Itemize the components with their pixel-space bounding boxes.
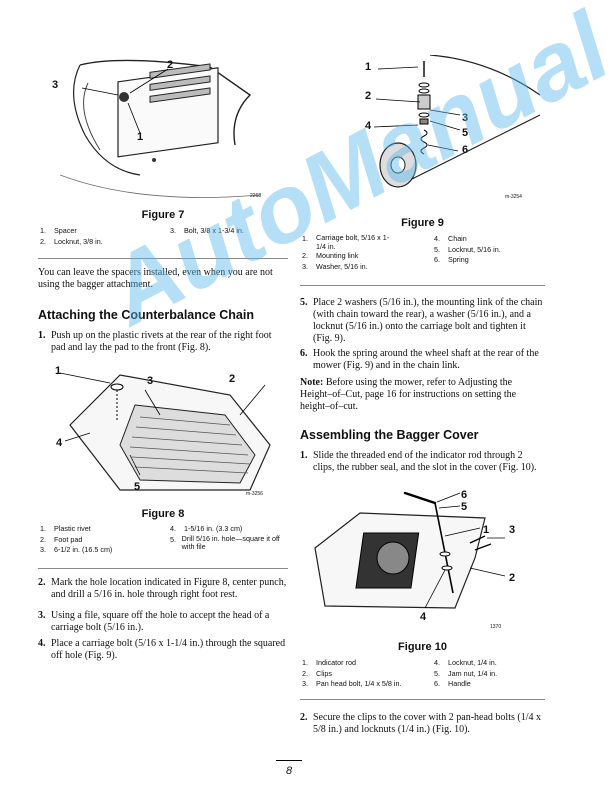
legend-item: Mounting link xyxy=(316,251,359,260)
fig10-callout-5: 5 xyxy=(461,501,468,513)
figure-8-title: Figure 8 xyxy=(141,508,185,520)
divider xyxy=(38,258,288,259)
note-label: Note: xyxy=(300,377,324,388)
bagger-step-1: 1.Slide the threaded end of the indicato… xyxy=(300,450,537,473)
legend-item: Plastic rivet xyxy=(54,524,91,533)
fig10-callout-1: 1 xyxy=(483,524,490,536)
legend-item: Pan head bolt, 1/4 x 5/8 in. xyxy=(316,679,402,688)
spacers-note: You can leave the spacers installed, eve… xyxy=(38,267,273,290)
legend-item: Drill 5/16 in. hole—square it off with f… xyxy=(181,533,280,551)
figure-8-legend: 1.Plastic rivet 2.Foot pad 3.6-1/2 in. (… xyxy=(40,524,290,556)
step-5: 5.Place 2 washers (5/16 in.), the mounti… xyxy=(300,297,543,344)
fig8-callout-1: 1 xyxy=(55,365,62,377)
fig7-callout-3: 3 xyxy=(52,79,59,91)
fig9-code: m-3254 xyxy=(505,194,522,200)
section-heading-counterbalance: Attaching the Counterbalance Chain xyxy=(38,308,254,322)
note: Note: Before using the mower, refer to A… xyxy=(300,377,517,412)
fig9-callout-2: 2 xyxy=(365,90,372,102)
divider xyxy=(300,285,545,286)
legend-item: Locknut, 1/4 in. xyxy=(448,658,497,667)
legend-item: Locknut, 3/8 in. xyxy=(54,236,103,246)
step-4: 4.Place a carriage bolt (5/16 x 1-1/4 in… xyxy=(38,638,286,661)
step-6: 6.Hook the spring around the wheel shaft… xyxy=(300,348,539,371)
legend-item: Carriage bolt, 5/16 x 1-1/4 in. xyxy=(316,233,390,251)
divider xyxy=(300,699,545,700)
fig7-code: 2268 xyxy=(250,193,262,199)
fig7-callout-2: 2 xyxy=(167,59,174,71)
figure-10-legend: 1.Indicator rod 2.Clips 3.Pan head bolt,… xyxy=(302,658,498,688)
fig10-callout-4: 4 xyxy=(420,611,427,623)
legend-item: Foot pad xyxy=(54,534,83,544)
fig9-callout-6: 6 xyxy=(462,144,469,156)
fig10-callout-6: 6 xyxy=(461,489,468,501)
legend-item: Bolt, 3/8 x 1-3/4 in. xyxy=(184,226,244,235)
step-2: 2.Mark the hole location indicated in Fi… xyxy=(38,577,287,600)
legend-item: Chain xyxy=(448,234,467,243)
fig10-callout-3: 3 xyxy=(509,524,516,536)
figure-9-illustration xyxy=(373,55,541,188)
fig9-callout-4: 4 xyxy=(365,120,372,132)
footer-rule xyxy=(276,760,302,761)
bagger-step-2: 2.Secure the clips to the cover with 2 p… xyxy=(300,712,541,735)
figure-7-legend: 1.Spacer 2.Locknut, 3/8 in. 3.Bolt, 3/8 … xyxy=(40,226,244,246)
fig8-callout-2: 2 xyxy=(229,373,236,385)
legend-item: Spacer xyxy=(54,226,77,235)
fig10-callout-2: 2 xyxy=(509,572,516,584)
legend-item: 1-5/16 in. (3.3 cm) xyxy=(184,524,243,533)
legend-item: Washer, 5/16 in. xyxy=(316,261,368,271)
page-number: 8 xyxy=(286,765,293,777)
step-1: 1.Push up on the plastic rivets at the r… xyxy=(38,330,272,353)
section-heading-bagger-cover: Assembling the Bagger Cover xyxy=(300,428,479,442)
figure-8-illustration xyxy=(60,372,271,491)
legend-item: Indicator rod xyxy=(316,658,356,667)
legend-item: 6-1/2 in. (16.5 cm) xyxy=(54,545,113,554)
figure-7-title: Figure 7 xyxy=(141,209,185,221)
fig9-callout-1: 1 xyxy=(365,61,372,73)
fig7-callout-1: 1 xyxy=(137,131,144,143)
fig8-callout-3: 3 xyxy=(147,375,154,387)
figure-10-illustration xyxy=(314,491,506,609)
fig8-code: m-3256 xyxy=(246,491,263,497)
figure-9-title: Figure 9 xyxy=(401,217,444,229)
legend-item: Handle xyxy=(448,679,471,688)
legend-item: Clips xyxy=(316,668,332,678)
legend-item: Locknut, 5/16 in. xyxy=(448,244,501,254)
fig9-callout-5: 5 xyxy=(462,127,469,139)
legend-item: Jam nut, 1/4 in. xyxy=(448,668,498,678)
figure-9-legend: 1.Carriage bolt, 5/16 x 1-1/4 in. 2.Moun… xyxy=(302,233,501,271)
fig8-callout-5: 5 xyxy=(134,481,141,493)
divider xyxy=(38,568,288,569)
fig9-callout-3: 3 xyxy=(462,112,469,124)
step-3: 3.Using a file, square off the hole to a… xyxy=(38,610,270,633)
fig10-code: 1370 xyxy=(490,624,502,630)
figure-7-illustration xyxy=(60,59,261,198)
fig8-callout-4: 4 xyxy=(56,437,63,449)
legend-item: Spring xyxy=(448,255,469,264)
figure-10-title: Figure 10 xyxy=(398,641,447,653)
